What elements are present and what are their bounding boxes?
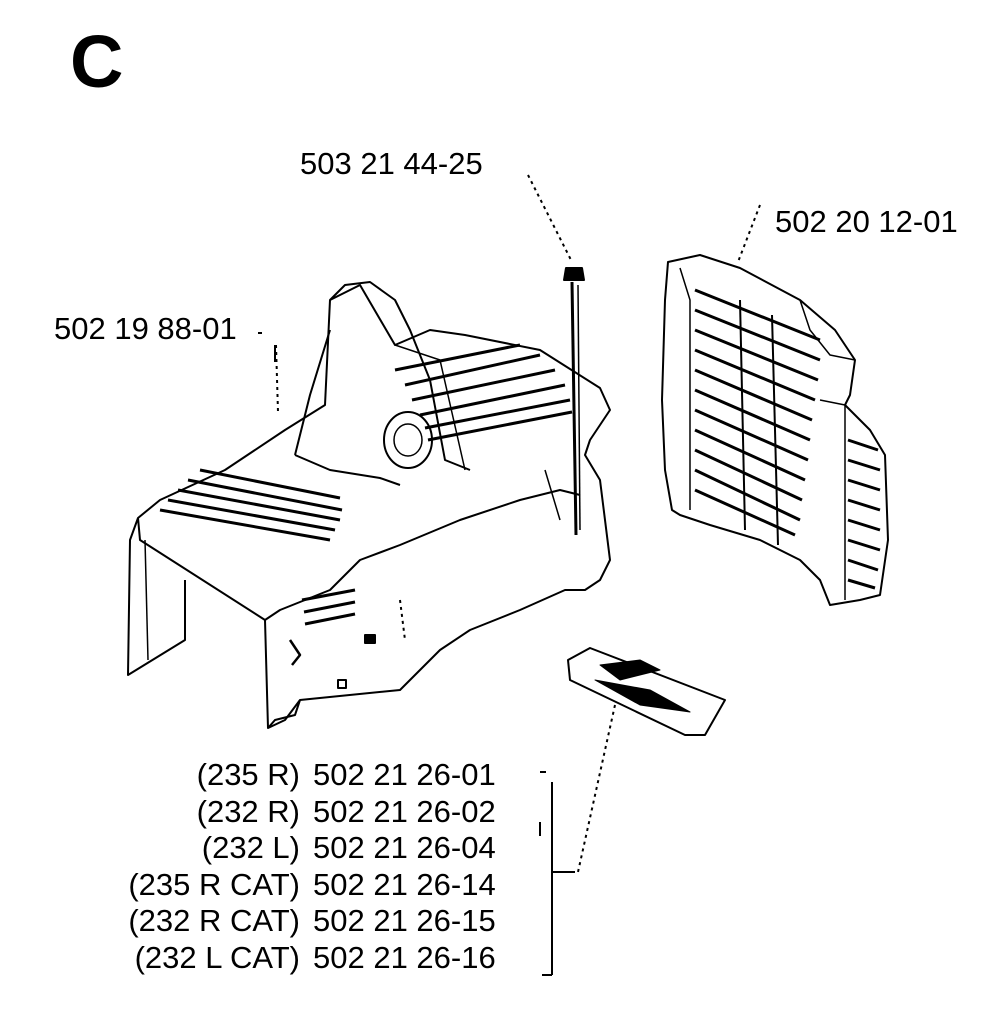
label-grille: 502 20 12-01 — [775, 204, 958, 239]
leader-cover — [275, 344, 279, 413]
leader-grille — [737, 204, 761, 263]
decal-variant-number: 502 21 26-15 — [313, 903, 496, 938]
decal-variant-model: (232 R CAT) — [128, 903, 300, 938]
decal-part — [567, 647, 726, 736]
decal-variant-model: (235 R CAT) — [128, 867, 300, 902]
decal-variant-model: (232 R) — [196, 794, 300, 829]
grille-part — [661, 254, 889, 606]
section-letter: C — [70, 20, 124, 103]
decal-variant-number: 502 21 26-04 — [313, 830, 496, 865]
leader-screw — [527, 174, 573, 263]
cover-part — [127, 281, 611, 729]
decal-variant-number: 502 21 26-01 — [313, 757, 496, 792]
label-cover: 502 19 88-01 — [54, 311, 237, 346]
label-screw: 503 21 44-25 — [300, 146, 483, 181]
leader-lines — [275, 174, 761, 873]
decal-variant-number: 502 21 26-16 — [313, 940, 496, 975]
decal-variant-model: (232 L) — [201, 830, 300, 865]
decal-variant-model: (235 R) — [196, 757, 300, 792]
decal-variant-number: 502 21 26-14 — [313, 867, 496, 902]
decal-variant-model: (232 L CAT) — [134, 940, 300, 975]
decal-bracket — [539, 771, 575, 976]
leader-decal — [577, 704, 616, 873]
decal-variant-number: 502 21 26-02 — [313, 794, 496, 829]
